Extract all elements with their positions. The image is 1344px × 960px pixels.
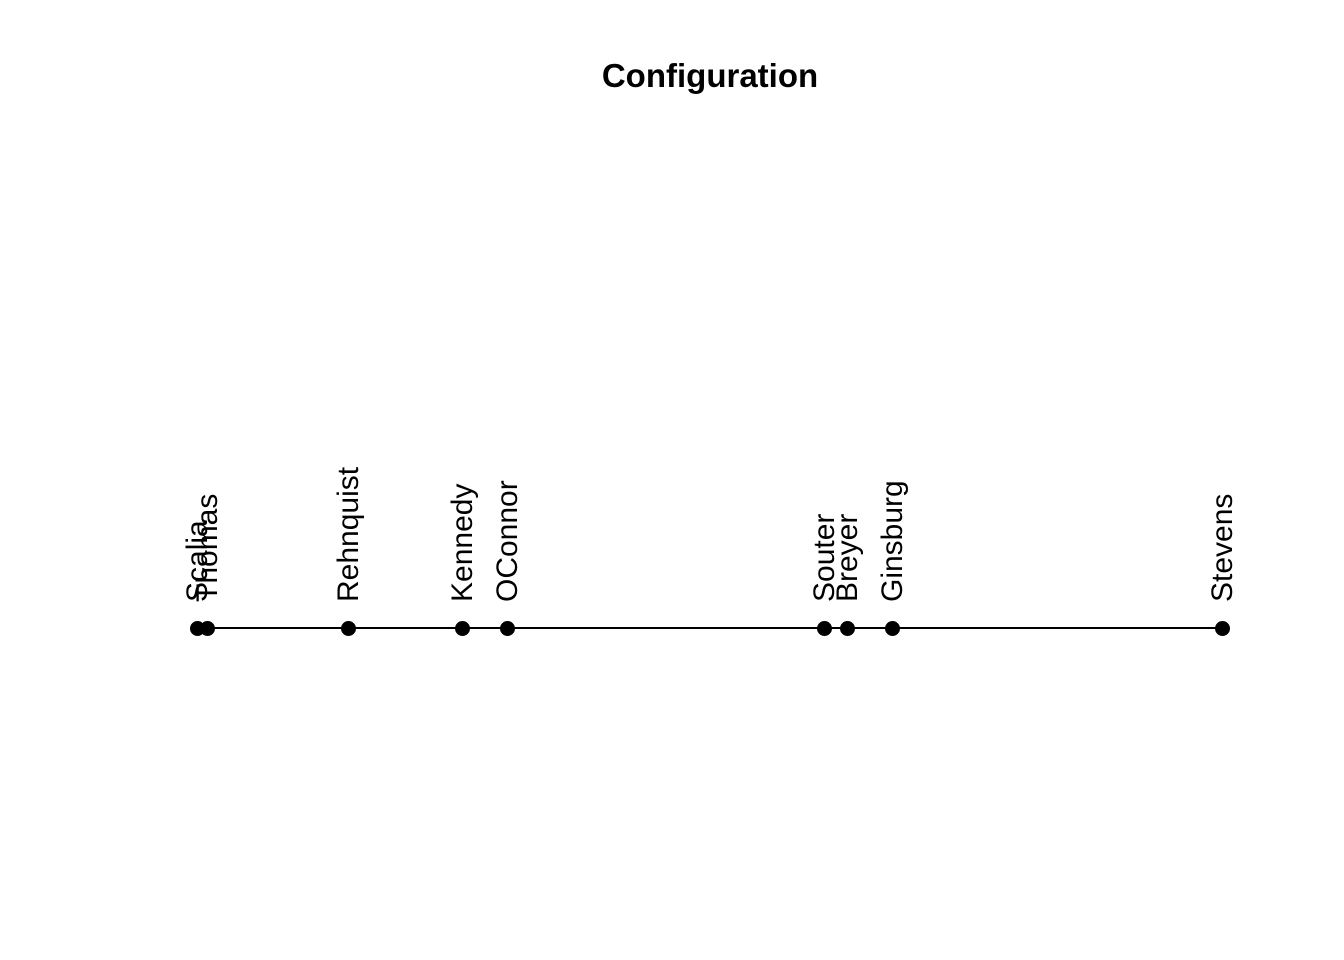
- data-point-breyer: [839, 620, 855, 636]
- data-point-thomas: [199, 620, 215, 636]
- data-point-souter: [816, 620, 832, 636]
- data-point-rehnquist: [340, 620, 356, 636]
- chart-title: Configuration: [601, 57, 819, 94]
- point-label-rehnquist: Rehnquist: [332, 466, 365, 602]
- point-label-oconnor: OConnor: [491, 480, 524, 602]
- point-label-kennedy: Kennedy: [446, 483, 479, 602]
- point-label-ginsburg: Ginsburg: [876, 480, 909, 602]
- configuration-line: [197, 627, 1222, 629]
- point-label-stevens: Stevens: [1206, 493, 1239, 602]
- point-label-thomas: Thomas: [191, 493, 224, 602]
- data-point-stevens: [1214, 620, 1230, 636]
- data-point-kennedy: [454, 620, 470, 636]
- point-label-breyer: Breyer: [831, 513, 864, 602]
- data-point-oconnor: [499, 620, 515, 636]
- data-point-ginsburg: [884, 620, 900, 636]
